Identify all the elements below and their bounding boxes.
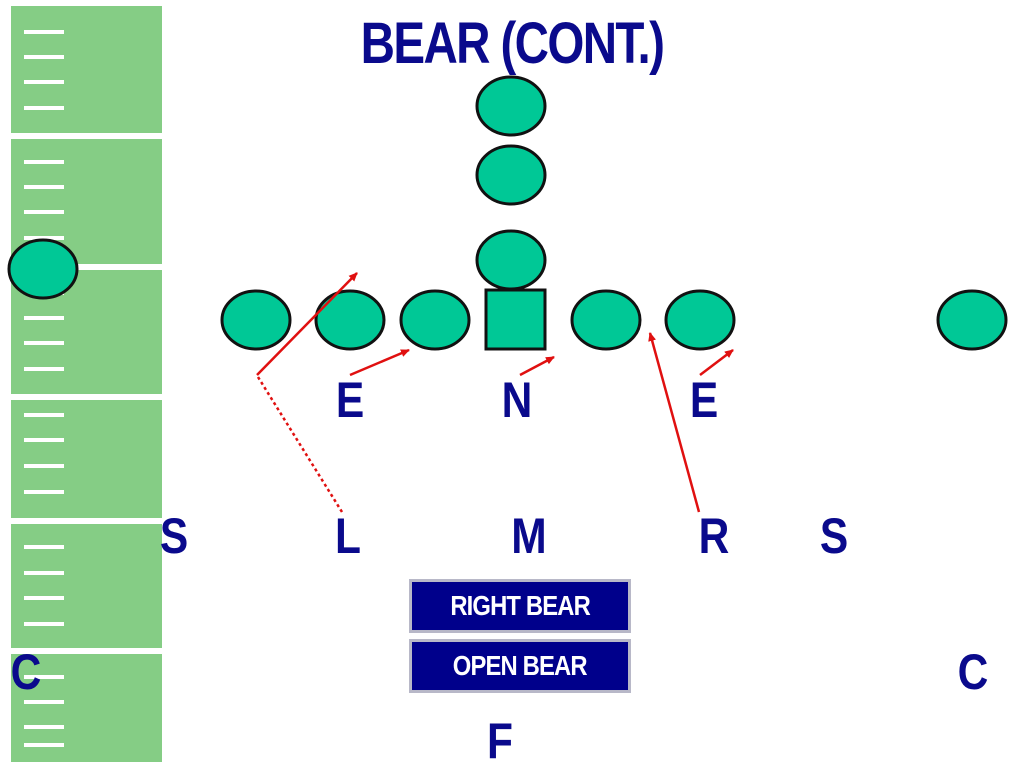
- defense-label-corner-right: C: [957, 644, 989, 700]
- offense-tight-end: [220, 289, 292, 351]
- right-bear-button[interactable]: RIGHT BEAR: [409, 579, 631, 633]
- field-segment: [11, 6, 162, 133]
- sideline-field-strip: [11, 6, 162, 762]
- defense-label-linebacker-left: L: [335, 508, 361, 564]
- offense-tailback: [475, 75, 547, 137]
- offense-right-tackle: [664, 289, 736, 351]
- dotted-line-left-linebacker: [256, 376, 344, 513]
- arrow-tight-end-rush: [256, 272, 358, 376]
- defense-label-safety-right: S: [819, 508, 849, 564]
- field-segment: [11, 524, 162, 648]
- offense-wide-receiver-left: [7, 238, 79, 300]
- defense-label-safety-left: S: [159, 508, 189, 564]
- defense-label-free-safety: F: [487, 713, 513, 769]
- arrow-right-linebacker-blitz: [648, 332, 701, 513]
- defense-label-corner-left: C: [10, 644, 42, 700]
- open-bear-button[interactable]: OPEN BEAR: [409, 639, 631, 693]
- open-bear-label: OPEN BEAR: [453, 650, 588, 681]
- defense-label-linebacker-middle: M: [511, 508, 547, 564]
- defense-label-linebacker-right: R: [698, 508, 730, 564]
- defense-label-end-right: E: [689, 372, 719, 428]
- offense-wide-receiver-right: [936, 289, 1008, 351]
- arrow-left-end-slant: [349, 348, 410, 377]
- defense-label-nose: N: [501, 372, 533, 428]
- offense-quarterback: [475, 229, 547, 291]
- offense-right-guard: [570, 289, 642, 351]
- defense-label-end-left: E: [335, 372, 365, 428]
- offense-left-guard: [399, 289, 471, 351]
- offense-center: [484, 288, 547, 351]
- page-title: BEAR (CONT.): [360, 11, 665, 76]
- right-bear-label: RIGHT BEAR: [450, 590, 590, 621]
- offense-left-tackle: [314, 289, 386, 351]
- arrow-right-end-slant: [699, 349, 734, 376]
- field-segment: [11, 400, 162, 518]
- hash-marks: [24, 30, 64, 747]
- arrow-nose-slant: [519, 355, 555, 377]
- offense-fullback: [475, 144, 547, 206]
